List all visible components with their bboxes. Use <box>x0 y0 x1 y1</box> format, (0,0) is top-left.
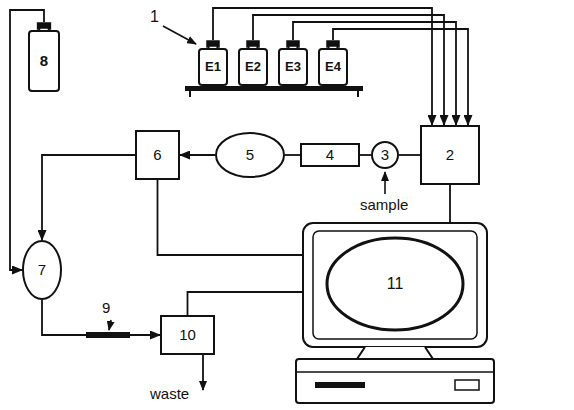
flow-line <box>42 155 135 240</box>
unit-number: 11 <box>387 275 404 293</box>
flow-line <box>293 22 456 125</box>
bottle-body <box>199 49 227 85</box>
reaction-coil <box>86 332 130 338</box>
bottle-label: E1 <box>205 60 221 74</box>
bottle-body <box>319 49 347 85</box>
bottle-label: 8 <box>40 53 48 70</box>
unit-number: 4 <box>326 147 334 164</box>
base-line <box>296 371 494 373</box>
monitor-stand <box>357 347 433 359</box>
bottle-label: E4 <box>325 60 341 74</box>
flow-line <box>449 185 451 222</box>
unit-number: 2 <box>446 147 454 164</box>
shape-outline <box>295 222 495 405</box>
unit-box: 6 <box>135 130 180 180</box>
solvent-bottle: E3 <box>278 40 308 86</box>
ellipse-outline <box>216 133 284 177</box>
unit-box: 2 <box>420 125 480 185</box>
callout-number: 1 <box>150 8 159 26</box>
sample-arrow <box>384 172 386 194</box>
ellipse-outline <box>372 142 398 168</box>
flow-line <box>285 154 300 156</box>
leader-arrow <box>163 26 196 44</box>
unit-number: 3 <box>381 147 389 164</box>
waste-label: waste <box>150 386 189 403</box>
unit-number: 5 <box>246 147 254 164</box>
flow-line <box>333 29 468 125</box>
computer-base <box>296 359 494 403</box>
unit-circle: 5 <box>215 132 285 178</box>
monitor-case <box>303 223 487 347</box>
solvent-bottle: E4 <box>318 40 348 86</box>
unit-number: 10 <box>179 327 196 344</box>
unit-circle: 7 <box>22 240 62 300</box>
screen-oval <box>327 238 463 330</box>
drive-button <box>455 380 479 390</box>
computer: 11 <box>295 222 495 405</box>
ellipse-outline <box>23 241 61 299</box>
waste-line <box>202 355 204 390</box>
bottle-body <box>29 31 59 91</box>
bottle-body <box>279 49 307 85</box>
monitor-bezel <box>313 231 477 339</box>
sample-label: sample <box>360 197 408 214</box>
bottle-body <box>239 49 267 85</box>
unit-box: 4 <box>300 143 360 167</box>
flow-line <box>213 8 432 125</box>
solvent-bottle: 8 <box>28 22 60 92</box>
rack-leg <box>189 91 191 97</box>
flow-line <box>399 154 420 156</box>
unit-circle: 3 <box>371 141 399 169</box>
drive-slot <box>315 382 365 388</box>
flow-line <box>188 292 304 315</box>
solvent-bottle: E1 <box>198 40 228 86</box>
flow-line <box>360 154 371 156</box>
flow-line <box>158 180 304 255</box>
leader-arrow <box>109 320 111 330</box>
bottle-label: E3 <box>285 60 301 74</box>
solvent-bottle: E2 <box>238 40 268 86</box>
callout-number: 9 <box>102 300 110 317</box>
unit-number: 6 <box>153 147 161 164</box>
bottle-label: E2 <box>245 60 261 74</box>
flow-line <box>42 300 160 335</box>
bottle-rack <box>185 86 363 91</box>
flow-line <box>180 154 215 156</box>
unit-box: 10 <box>160 315 215 355</box>
rack-leg <box>357 91 359 97</box>
flow-line <box>253 15 444 125</box>
unit-number: 7 <box>38 262 46 279</box>
